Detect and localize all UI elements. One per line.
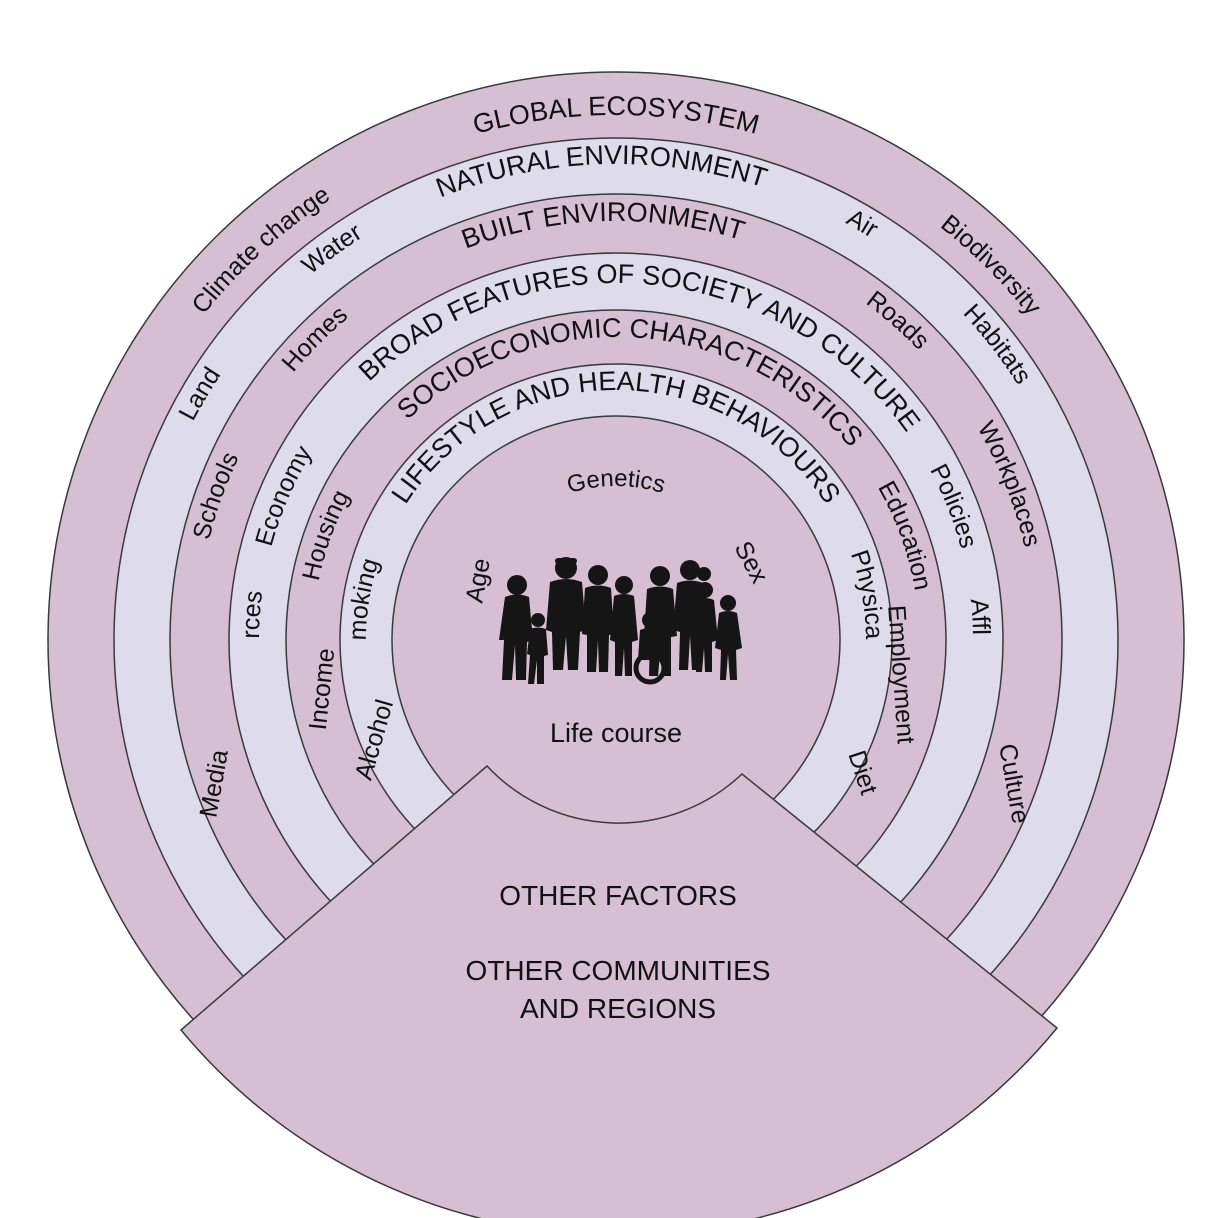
- life-course-label: Life course: [550, 718, 682, 748]
- people-group-icon: [499, 557, 742, 685]
- wedge-labels: OTHER FACTORS OTHER COMMUNITIES AND REGI…: [466, 880, 771, 1024]
- and-regions-label: AND REGIONS: [520, 993, 716, 1024]
- other-factors-wedge: [179, 764, 1059, 1218]
- other-factors-label: OTHER FACTORS: [499, 880, 737, 911]
- other-communities-label: OTHER COMMUNITIES: [466, 955, 771, 986]
